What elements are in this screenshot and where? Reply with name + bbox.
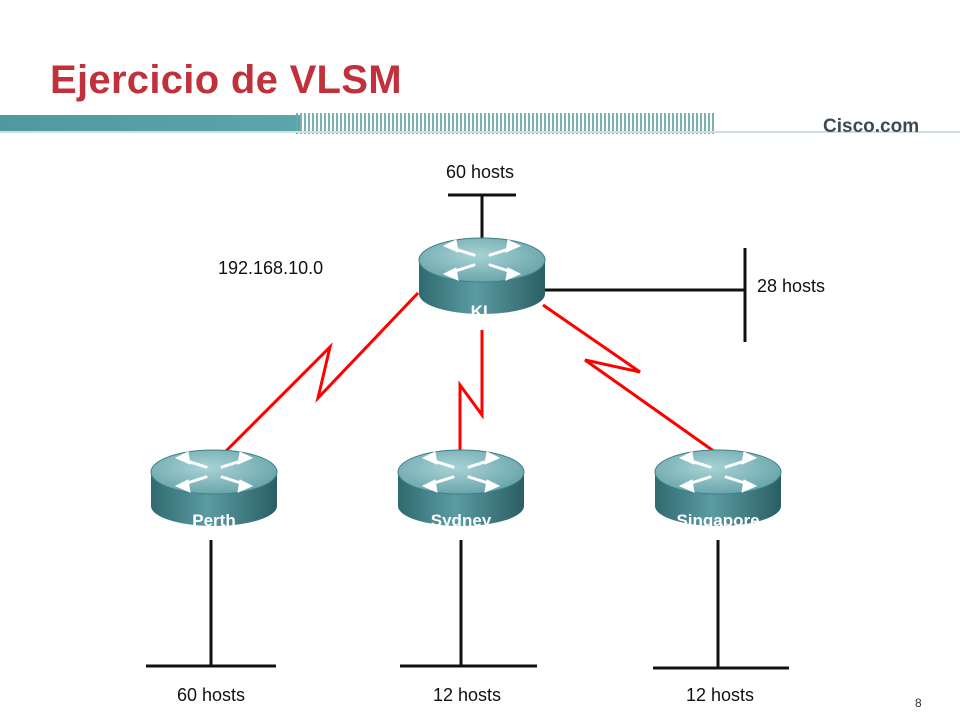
wan-link-kl-sydney (458, 330, 484, 455)
perth-lan-label: 60 hosts (177, 685, 245, 705)
router-kl-label: KL (471, 302, 494, 321)
wan-link-kl-perth (220, 291, 420, 457)
router-kl: KL (417, 236, 547, 321)
router-perth: Perth (149, 448, 279, 530)
kl-right-lan-label: 28 hosts (757, 276, 825, 296)
sydney-lan-label: 12 hosts (433, 685, 501, 705)
wan-link-kl-singapore (542, 303, 716, 454)
singapore-lan-label: 12 hosts (686, 685, 754, 705)
page-number: 8 (915, 696, 922, 710)
router-singapore: Singapore (653, 448, 783, 530)
router-sydney: Sydney (396, 448, 526, 530)
router-perth-label: Perth (192, 511, 235, 530)
network-address-label: 192.168.10.0 (218, 258, 323, 278)
cisco-logo: Cisco.com (823, 116, 920, 137)
slide-title: Ejercicio de VLSM (50, 58, 402, 102)
kl-top-lan-label: 60 hosts (446, 162, 514, 182)
header-banner (0, 113, 960, 134)
router-singapore-label: Singapore (676, 511, 759, 530)
router-sydney-label: Sydney (431, 511, 492, 530)
